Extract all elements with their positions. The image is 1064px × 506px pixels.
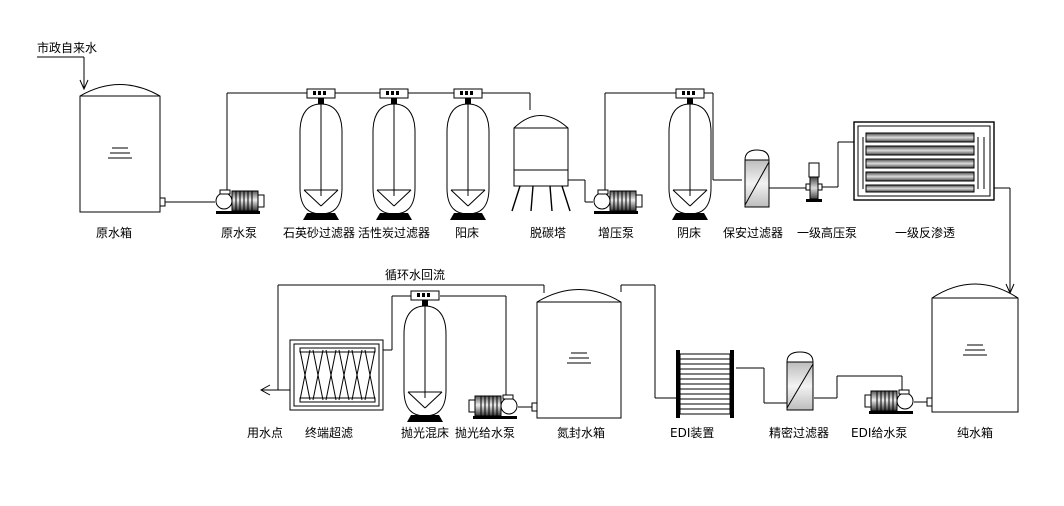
raw-water-tank: 原水箱: [79, 84, 166, 240]
mixed-bed-label: 抛光混床: [401, 425, 449, 440]
nitrogen-sealed-tank: 氮封水箱: [531, 289, 622, 440]
anion-bed-label: 阴床: [677, 226, 701, 240]
ro-label: 一级反渗透: [895, 225, 955, 240]
uf-label: 终端超滤: [305, 425, 353, 440]
pure-tank-label: 纯水箱: [957, 425, 993, 440]
edi-unit: EDI装置: [670, 350, 734, 440]
edi-feed-pump: [864, 389, 914, 415]
security-filter: 保安过滤器: [723, 149, 783, 240]
polishing-feed-pump: [468, 394, 518, 420]
n2-tank-label: 氮封水箱: [557, 425, 605, 440]
high-pressure-pump: 一级高压泵: [797, 162, 857, 240]
cation-bed: [446, 103, 490, 221]
sand-filter-label: 石英砂过滤器: [283, 226, 355, 240]
cation-bed-label: 阳床: [455, 226, 479, 240]
raw-water-pump: [215, 189, 265, 215]
security-filter-label: 保安过滤器: [723, 225, 783, 240]
precision-filter-label: 精密过滤器: [769, 425, 829, 440]
booster-pump-label: 增压泵: [598, 226, 634, 240]
booster-pump: [593, 189, 643, 215]
activated-carbon-filter: [372, 103, 416, 221]
terminal-ultrafiltration: 终端超滤: [289, 339, 384, 440]
decarbonizer-label: 脱碳塔: [530, 225, 566, 240]
decarbonizer-tower: 脱碳塔: [511, 115, 571, 240]
inlet-label: 市政自来水: [37, 40, 97, 55]
quartz-sand-filter: [299, 103, 343, 221]
anion-bed: [668, 103, 712, 221]
edi-label: EDI装置: [670, 426, 714, 440]
polishing-mixed-bed: [403, 305, 447, 423]
pure-water-tank: 纯水箱: [926, 283, 1019, 440]
municipal-water-inlet: 市政自来水: [37, 40, 97, 91]
recirc-label: 循环水回流: [385, 268, 445, 282]
raw-pump-label: 原水泵: [221, 226, 257, 240]
raw-tank-label: 原水箱: [96, 225, 132, 240]
hp-pump-label: 一级高压泵: [797, 225, 857, 240]
carbon-filter-label: 活性炭过滤器: [358, 226, 430, 240]
use-point-label: 用水点: [247, 426, 283, 440]
recirculation-loop: 循环水回流: [277, 268, 545, 390]
ro-unit: 一级反渗透: [853, 121, 995, 240]
edi-pump-label: EDI给水泵: [851, 426, 907, 440]
polish-pump-label: 抛光给水泵: [455, 425, 515, 440]
precision-filter: 精密过滤器: [769, 351, 829, 440]
